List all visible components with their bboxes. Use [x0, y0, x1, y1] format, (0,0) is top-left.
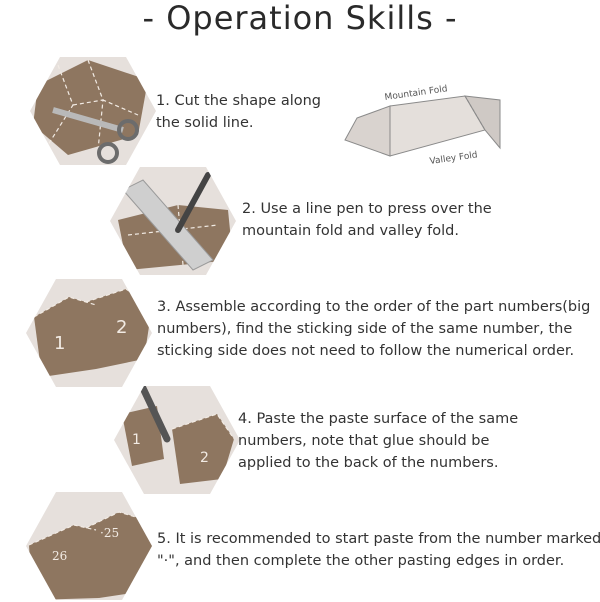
step5-text: 5. It is recommended to start paste from…: [157, 531, 600, 569]
valley-fold-label: Valley Fold: [429, 150, 478, 167]
piece-number: 26: [52, 549, 67, 563]
glue-pen-icon: [138, 386, 171, 443]
step1-illustration: [28, 55, 158, 167]
step2-text: 2. Use a line pen to press over the moun…: [242, 201, 492, 239]
step3-text: 3. Assemble according to the order of th…: [157, 299, 591, 359]
step1-text: 1. Cut the shape along the solid line.: [156, 93, 322, 131]
piece-number: 1: [132, 432, 141, 448]
step4-illustration: 1 2: [112, 384, 242, 496]
step5-illustration: 26 ·25: [24, 490, 154, 602]
fold-diagram: Mountain Fold Valley Fold: [335, 78, 505, 178]
piece-number: 1: [54, 333, 65, 354]
step3-illustration: 1 2: [24, 277, 154, 389]
line-pen-icon: [175, 172, 211, 233]
step2-illustration: [108, 165, 238, 277]
scissors-icon: [117, 119, 139, 141]
piece-number: 2: [116, 317, 127, 338]
piece-number: ·25: [100, 526, 119, 540]
piece-number: 2: [200, 450, 209, 466]
page-title: - Operation Skills -: [142, 0, 458, 37]
step4-text: 4. Paste the paste surface of the same n…: [238, 411, 519, 471]
